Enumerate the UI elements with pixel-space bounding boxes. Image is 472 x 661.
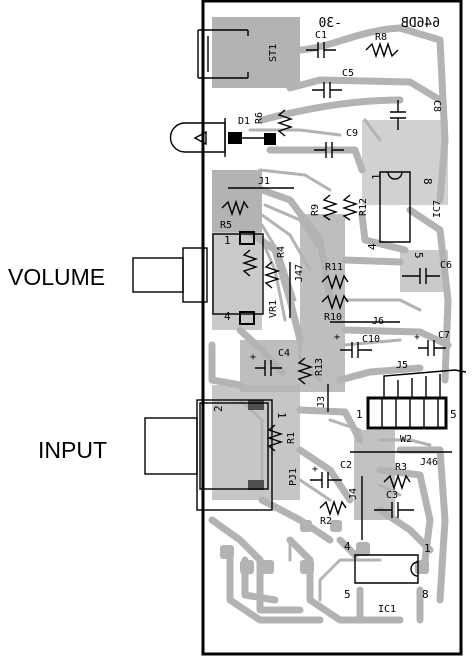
label-j46: J46: [420, 457, 438, 468]
volume-potentiometer-body: [132, 247, 208, 303]
w2-header: [366, 369, 467, 430]
label-vr1: VR1: [268, 300, 279, 318]
pin-vr1-1: 1: [224, 234, 231, 247]
capacitor-symbols: [306, 42, 440, 518]
label-r12: R12: [358, 198, 369, 216]
label-r6: R6: [254, 112, 265, 124]
label-c6: C6: [440, 260, 452, 271]
polarity-marks: + + + +: [250, 332, 420, 475]
label-j5: J5: [396, 360, 408, 371]
pin-ic7-4: 4: [366, 243, 379, 250]
pin-ic7-1: 1: [370, 173, 383, 180]
label-r11: R11: [325, 262, 343, 273]
polarity-c2: +: [312, 464, 318, 475]
label-w2: W2: [400, 434, 412, 445]
pin-ic7-8: 8: [421, 178, 434, 185]
pin-ic1-8: 8: [422, 588, 429, 601]
label-c4: C4: [278, 348, 290, 359]
label-r5: R5: [220, 220, 232, 231]
polarized-capacitor-symbols: [255, 340, 446, 488]
label-c5: C5: [342, 68, 354, 79]
label-r3: R3: [395, 462, 407, 473]
input-label: INPUT: [38, 437, 107, 463]
label-d1: D1: [238, 116, 250, 127]
polarity-c10: +: [334, 332, 340, 343]
label-r10: R10: [324, 312, 342, 323]
board-mark-b: 646DB: [401, 16, 440, 31]
polarity-c7: +: [414, 332, 420, 343]
ic1-package: [354, 554, 419, 584]
label-r4: R4: [276, 246, 287, 258]
label-c8: C8: [431, 100, 442, 112]
ic7-package: [379, 171, 411, 243]
label-j4: J4: [348, 488, 359, 500]
label-r1: R1: [286, 432, 297, 444]
vr1-symbol: [212, 231, 264, 325]
led-d1-body: [169, 118, 276, 157]
polarity-c4: +: [250, 352, 256, 363]
pin-w2-5: 5: [450, 408, 457, 421]
component-labels: ST1 C1 R8 C5 C8 D1 R6 C9 J1 R9 R12 IC7 R…: [220, 30, 452, 615]
pin-ic1-1: 1: [424, 542, 431, 555]
label-r8: R8: [375, 32, 387, 43]
pin-pj1-2: 2: [212, 405, 225, 412]
volume-label: VOLUME: [8, 264, 105, 290]
label-c3: C3: [386, 490, 398, 501]
label-pj1: PJ1: [288, 468, 299, 486]
pin-vr1-4: 4: [224, 310, 231, 323]
board-mirrored-marks: -30 646DB: [319, 16, 440, 31]
label-st1: ST1: [268, 44, 279, 62]
label-c10: C10: [362, 334, 380, 345]
label-j3: J3: [316, 396, 327, 408]
label-j6: J6: [372, 316, 384, 327]
pin-numbers: 1 8 4 5 1 4 2 1 1 5 4 1 5 8: [212, 173, 457, 601]
label-r9: R9: [310, 204, 321, 216]
resistor-symbols: [221, 41, 411, 517]
label-j47: J47: [294, 264, 305, 282]
input-jack-body: [144, 399, 273, 511]
pin-w2-1: 1: [356, 408, 363, 421]
label-r13: R13: [314, 358, 325, 376]
label-c1: C1: [315, 30, 327, 41]
pin-pj1-1: 1: [275, 412, 288, 419]
pin-ic7-5: 5: [412, 252, 425, 259]
label-j1: J1: [258, 176, 270, 187]
pj1-pads: [248, 400, 264, 490]
label-c7: C7: [438, 330, 450, 341]
st1-connector: [197, 29, 249, 79]
label-c2: C2: [340, 460, 352, 471]
label-c9: C9: [346, 128, 358, 139]
copper-traces: [208, 17, 452, 624]
pin-ic1-5: 5: [344, 588, 351, 601]
pin-ic1-4: 4: [344, 540, 351, 553]
label-ic1: IC1: [378, 604, 396, 615]
label-ic7: IC7: [432, 200, 443, 218]
board-mark-a: -30: [319, 16, 342, 31]
label-r2: R2: [320, 516, 332, 527]
jumper-lines: [228, 187, 452, 540]
